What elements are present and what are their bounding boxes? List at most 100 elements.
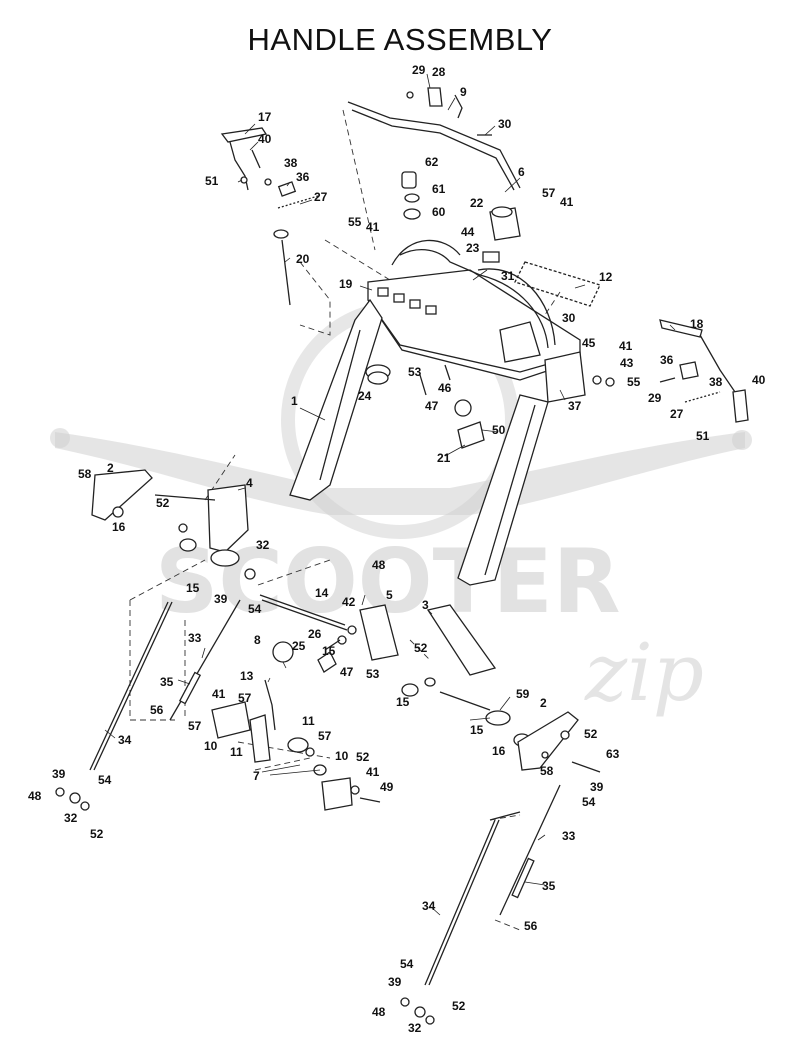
callout-8: 8 — [254, 633, 261, 647]
knob-lever — [264, 641, 337, 731]
callout-22: 22 — [470, 196, 484, 210]
callout-10: 10 — [204, 739, 218, 753]
callout-58: 58 — [540, 764, 554, 778]
callout-7: 7 — [253, 769, 260, 783]
callout-30: 30 — [498, 117, 512, 131]
callout-53: 53 — [408, 365, 422, 379]
callout-41: 41 — [212, 687, 226, 701]
callout-41: 41 — [560, 195, 574, 209]
callout-15: 15 — [470, 723, 484, 737]
callout-30: 30 — [562, 311, 576, 325]
callout-45: 45 — [582, 336, 596, 350]
callout-31: 31 — [501, 269, 515, 283]
leader-lines — [104, 73, 676, 916]
callout-11: 11 — [302, 714, 315, 728]
callout-19: 19 — [339, 277, 353, 291]
callout-59: 59 — [516, 687, 530, 701]
callout-32: 32 — [256, 538, 270, 552]
callout-41: 41 — [366, 220, 380, 234]
callout-52: 52 — [584, 727, 598, 741]
callout-63: 63 — [606, 747, 620, 761]
callout-15: 15 — [322, 644, 336, 658]
callout-11: 11 — [230, 745, 243, 759]
callout-1: 1 — [291, 394, 298, 408]
callout-2: 2 — [540, 696, 547, 710]
callout-41: 41 — [366, 765, 380, 779]
callout-34: 34 — [118, 733, 132, 747]
callout-54: 54 — [248, 602, 262, 616]
callout-37: 37 — [568, 399, 582, 413]
callout-42: 42 — [342, 595, 356, 609]
callout-25: 25 — [292, 639, 306, 653]
callout-24: 24 — [358, 389, 372, 403]
callout-35: 35 — [542, 879, 556, 893]
callout-40: 40 — [752, 373, 766, 387]
callout-39: 39 — [388, 975, 402, 989]
callout-28: 28 — [432, 65, 446, 79]
callout-46: 46 — [438, 381, 452, 395]
callout-33: 33 — [188, 631, 202, 645]
callout-40: 40 — [258, 132, 272, 146]
callout-15: 15 — [396, 695, 410, 709]
left-control-lever — [220, 127, 319, 209]
callout-34: 34 — [422, 899, 436, 913]
callout-62: 62 — [425, 155, 439, 169]
callout-61: 61 — [432, 182, 446, 196]
callout-26: 26 — [308, 627, 322, 641]
upper-control-bar — [347, 87, 521, 191]
left-mount — [91, 469, 256, 580]
shaft-14 — [259, 594, 348, 631]
callout-5: 5 — [386, 588, 393, 602]
callout-55: 55 — [348, 215, 362, 229]
callout-9: 9 — [460, 85, 467, 99]
callout-3: 3 — [422, 598, 429, 612]
callout-38: 38 — [284, 156, 298, 170]
callout-52: 52 — [452, 999, 466, 1013]
right-rods — [400, 784, 561, 1025]
callout-2: 2 — [107, 461, 114, 475]
center-brackets — [324, 604, 531, 747]
callout-41: 41 — [619, 339, 633, 353]
callout-4: 4 — [246, 476, 253, 490]
rod-20 — [273, 229, 291, 306]
callout-15: 15 — [186, 581, 200, 595]
callout-58: 58 — [78, 467, 92, 481]
callout-36: 36 — [296, 170, 310, 184]
callout-50: 50 — [492, 423, 506, 437]
callout-54: 54 — [400, 957, 414, 971]
callout-20: 20 — [296, 252, 310, 266]
callout-27: 27 — [670, 407, 684, 421]
callout-57: 57 — [542, 186, 556, 200]
callout-55: 55 — [627, 375, 641, 389]
callout-52: 52 — [90, 827, 104, 841]
callout-39: 39 — [214, 592, 228, 606]
switch-parts — [482, 206, 521, 263]
callout-43: 43 — [620, 356, 634, 370]
callout-60: 60 — [432, 205, 446, 219]
callout-56: 56 — [524, 919, 538, 933]
callout-49: 49 — [380, 780, 394, 794]
callout-23: 23 — [466, 241, 480, 255]
pulley-24 — [365, 364, 485, 449]
callout-48: 48 — [372, 1005, 386, 1019]
decal-12 — [514, 261, 601, 307]
callout-52: 52 — [414, 641, 428, 655]
callout-48: 48 — [28, 789, 42, 803]
callout-57: 57 — [318, 729, 332, 743]
callout-57: 57 — [238, 691, 252, 705]
callout-36: 36 — [660, 353, 674, 367]
callout-29: 29 — [648, 391, 662, 405]
callout-52: 52 — [356, 750, 370, 764]
callout-29: 29 — [412, 63, 426, 77]
callout-16: 16 — [492, 744, 506, 758]
left-rods — [55, 599, 241, 811]
callouts: 29 28 9 30 17 40 38 36 51 27 62 61 60 6 … — [28, 63, 766, 1035]
watermark: SCOOTER zip — [50, 301, 752, 719]
callout-32: 32 — [408, 1021, 422, 1035]
callout-47: 47 — [425, 399, 439, 413]
callout-57: 57 — [188, 719, 202, 733]
callout-56: 56 — [150, 703, 164, 717]
callout-47: 47 — [340, 665, 354, 679]
callout-33: 33 — [562, 829, 576, 843]
